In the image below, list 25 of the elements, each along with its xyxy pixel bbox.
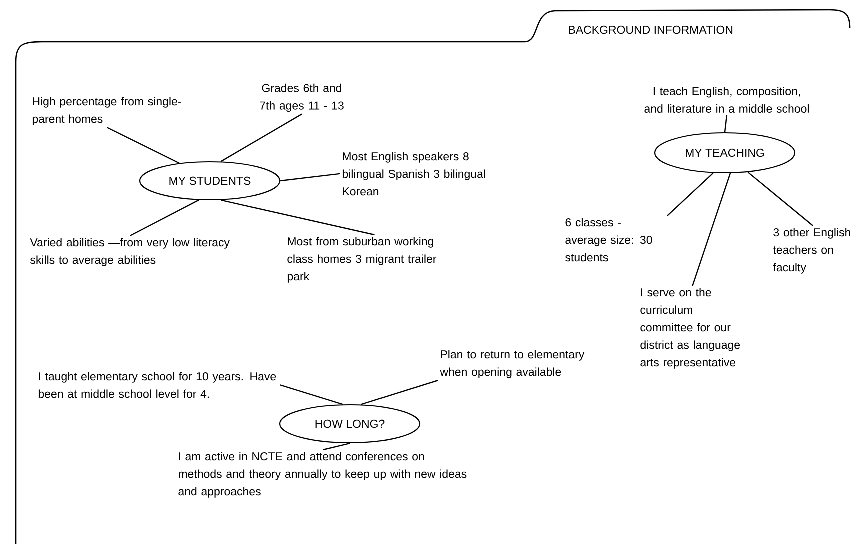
note-text: I serve on the curriculum committee for our district as language arts representative xyxy=(640,288,740,369)
note-text: Plan to return to elementary when opening available xyxy=(440,350,585,378)
note-text: 3 other English teachers on faculty xyxy=(773,228,850,274)
note-text: I taught elementary school for 10 years. Have been at middle school level for 4. xyxy=(38,372,276,398)
connector-line xyxy=(692,173,732,286)
connector-line xyxy=(360,380,438,406)
note-text: Most English speakers 8 bilingual Spanish 3 bilingual Korean xyxy=(342,152,486,196)
connector-line xyxy=(748,172,814,226)
tab-title: BACKGROUND INFORMATION xyxy=(569,26,733,34)
connector-line xyxy=(724,115,728,133)
connector-line xyxy=(280,173,340,182)
note-text: Most from suburban working class homes 3 migrant trailer park xyxy=(288,237,437,283)
connector-line xyxy=(667,172,714,216)
note-text: High percentage from single-parent homes xyxy=(32,97,182,126)
note-text: Grades 6th and 7th ages 11 - 13 xyxy=(260,84,344,112)
connector-line xyxy=(323,442,350,451)
connector-line xyxy=(220,114,302,162)
note-text: I teach English, composition, and literature in a middle school xyxy=(644,87,809,113)
note-text: Varied abilities —from very low literacy skills to average abilities xyxy=(30,238,230,266)
connector-line xyxy=(106,127,180,164)
note-text: 6 classes - average size: 30 students xyxy=(566,218,652,262)
note-text: I am active in NCTE and attend conferences on methods and theory annually to keep up with new ideas and approaches xyxy=(178,452,467,498)
connector-line xyxy=(280,384,344,406)
connector-line xyxy=(130,200,200,237)
connector-line xyxy=(221,200,375,236)
